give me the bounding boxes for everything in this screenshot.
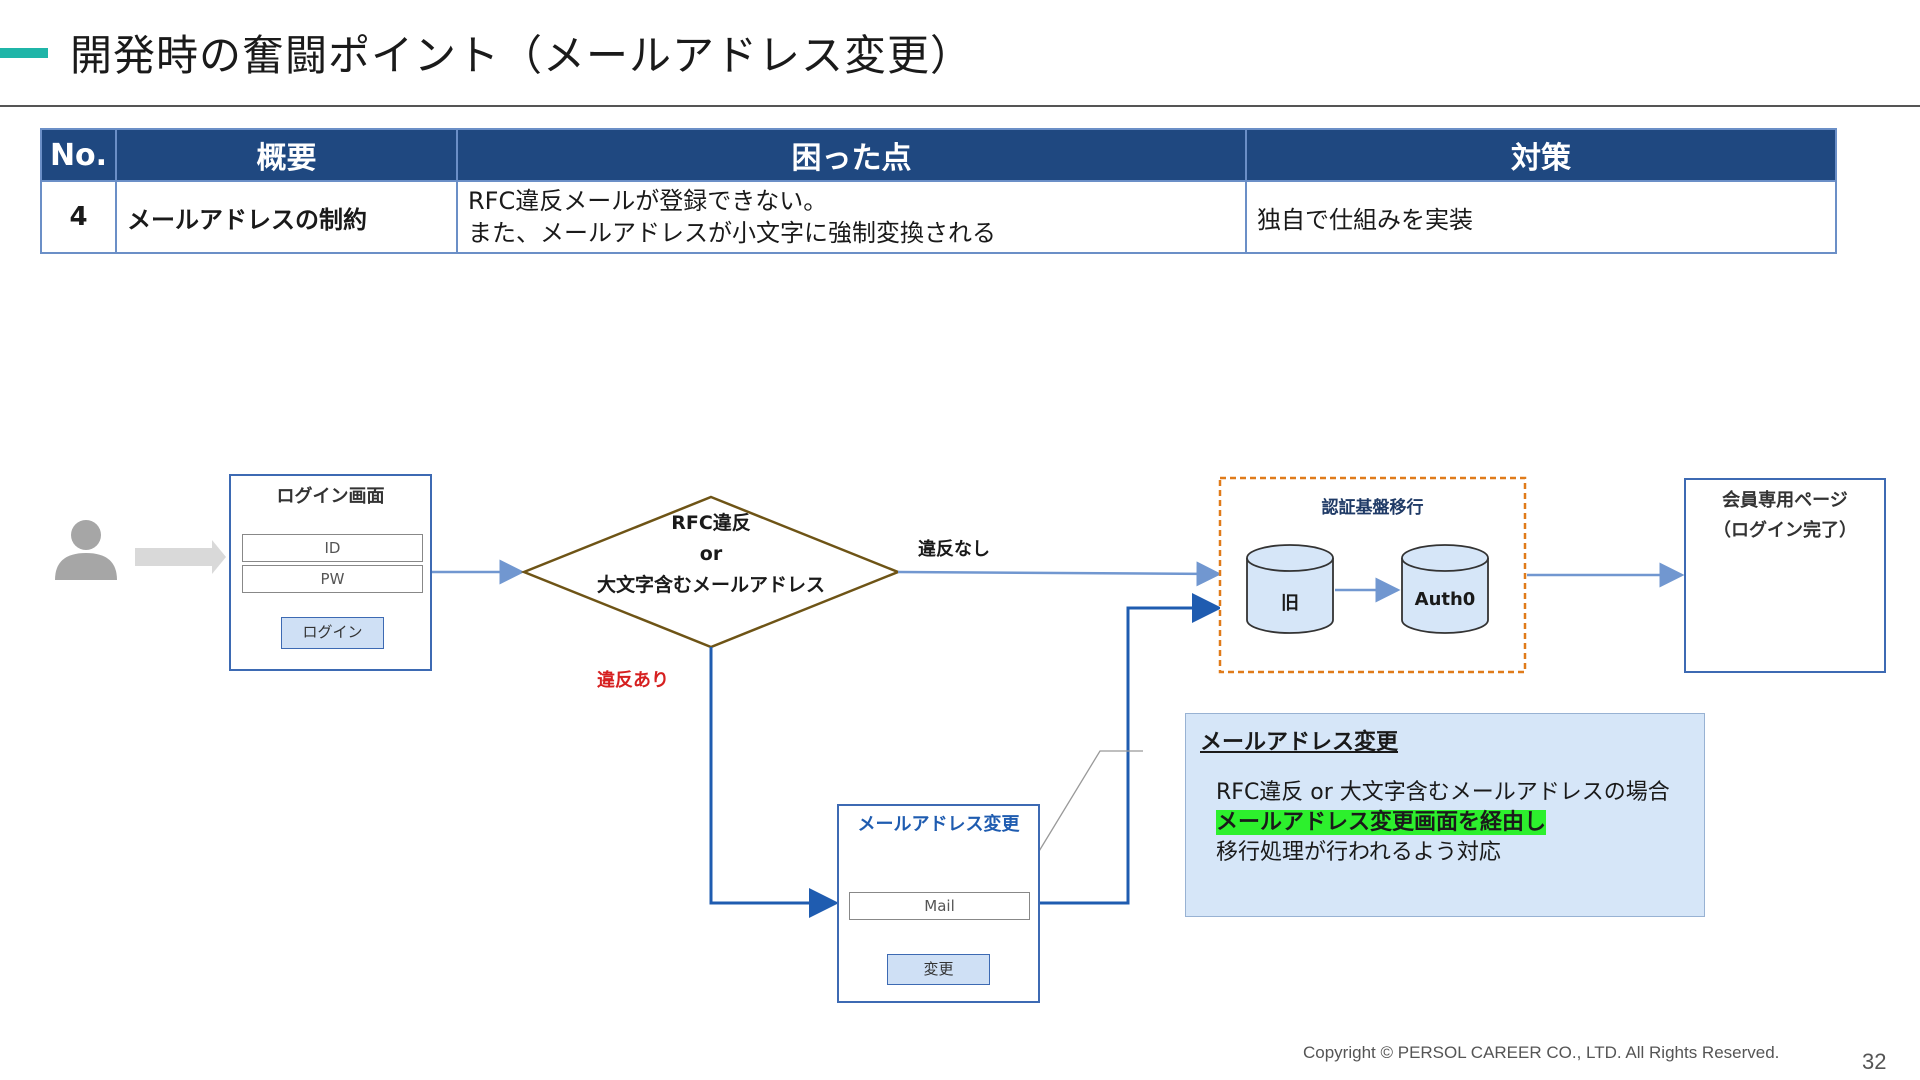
email-change-screen-title: メールアドレス変更 bbox=[857, 814, 1020, 835]
id-field[interactable]: ID bbox=[242, 534, 423, 562]
decision-line-2: or bbox=[699, 543, 723, 565]
header-summary: 概要 bbox=[115, 128, 458, 182]
title-accent-bar bbox=[0, 48, 48, 58]
table-row: 4 メールアドレスの制約 RFC違反メールが登録できない。 また、メールアドレス… bbox=[40, 180, 1837, 254]
email-change-screen-box: メールアドレス変更 Mail 変更 bbox=[837, 804, 1040, 1003]
arrow-decision-to-migration bbox=[897, 561, 1222, 587]
callout-line-2-highlight: メールアドレス変更画面を経由し bbox=[1216, 810, 1547, 835]
member-page-line-2: （ログイン完了） bbox=[1713, 520, 1857, 541]
cell-no: 4 bbox=[40, 180, 117, 254]
callout-pointer bbox=[1029, 750, 1143, 867]
header-no: No. bbox=[40, 128, 117, 182]
login-screen-box: ログイン画面 ID PW ログイン bbox=[229, 474, 432, 671]
title-divider bbox=[0, 105, 1920, 107]
user-arrow bbox=[135, 540, 226, 574]
arrow-decision-to-email-change bbox=[709, 647, 839, 918]
migration-title: 認証基盤移行 bbox=[1321, 498, 1424, 518]
callout-line-1: RFC違反 or 大文字含むメールアドレスの場合 bbox=[1216, 780, 1670, 805]
header-issue: 困った点 bbox=[456, 128, 1247, 182]
cell-summary: メールアドレスの制約 bbox=[115, 180, 458, 254]
copyright-text: Copyright © PERSOL CAREER CO., LTD. All … bbox=[1303, 1043, 1780, 1062]
table-header-row: No. 概要 困った点 対策 bbox=[40, 128, 1837, 182]
auth0-db-label: Auth0 bbox=[1414, 589, 1476, 610]
change-button[interactable]: 変更 bbox=[887, 954, 990, 985]
member-page-box: 会員専用ページ （ログイン完了） bbox=[1684, 478, 1886, 673]
member-page-line-1: 会員専用ページ bbox=[1722, 490, 1848, 511]
old-db-cylinder bbox=[1246, 544, 1334, 634]
mail-field[interactable]: Mail bbox=[849, 892, 1030, 920]
decision-text: RFC違反 or 大文字含むメールアドレス bbox=[580, 508, 842, 601]
callout-line-3: 移行処理が行われるよう対応 bbox=[1216, 840, 1501, 865]
decision-line-3: 大文字含むメールアドレス bbox=[596, 574, 825, 596]
auth0-db-cylinder bbox=[1401, 544, 1489, 634]
pw-field[interactable]: PW bbox=[242, 565, 423, 593]
violation-label: 違反あり bbox=[597, 670, 669, 691]
callout-title: メールアドレス変更 bbox=[1200, 730, 1399, 755]
cell-measure: 独自で仕組みを実装 bbox=[1245, 180, 1837, 254]
no-violation-label: 違反なし bbox=[918, 539, 990, 560]
arrow-email-change-to-migration bbox=[1040, 593, 1222, 905]
login-button[interactable]: ログイン bbox=[281, 617, 384, 649]
old-db-label: 旧 bbox=[1281, 593, 1299, 614]
callout-note: メールアドレス変更 RFC違反 or 大文字含むメールアドレスの場合 メールアド… bbox=[1185, 713, 1705, 917]
user-icon bbox=[55, 520, 117, 580]
summary-table: No. 概要 困った点 対策 4 メールアドレスの制約 RFC違反メールが登録で… bbox=[40, 128, 1837, 254]
decision-line-1: RFC違反 bbox=[671, 512, 751, 534]
page-number: 32 bbox=[1862, 1049, 1887, 1074]
header-measure: 対策 bbox=[1245, 128, 1837, 182]
cell-issue: RFC違反メールが登録できない。 また、メールアドレスが小文字に強制変換される bbox=[456, 180, 1247, 254]
callout-body: RFC違反 or 大文字含むメールアドレスの場合 メールアドレス変更画面を経由し… bbox=[1216, 778, 1670, 868]
page-title: 開発時の奮闘ポイント（メールアドレス変更） bbox=[70, 31, 974, 80]
login-screen-title: ログイン画面 bbox=[276, 486, 385, 507]
